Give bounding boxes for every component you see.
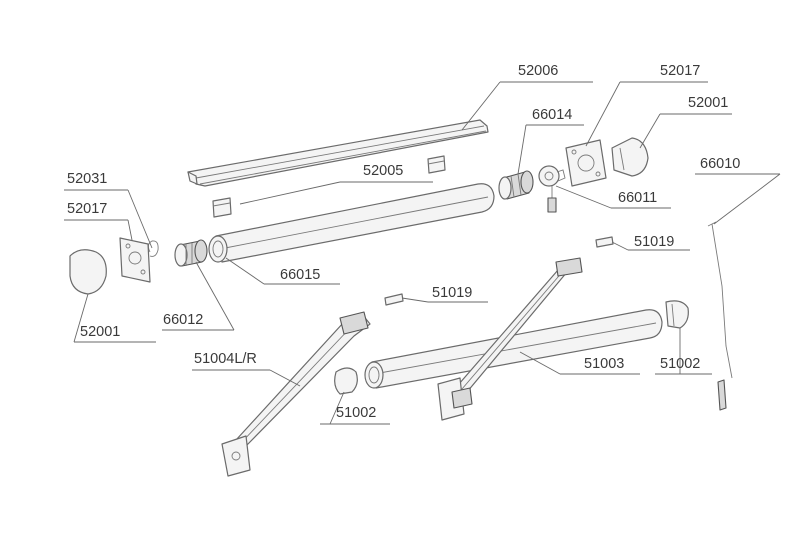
part-66015-roller-tube [208, 183, 495, 263]
part-52001-left-end-cap [69, 249, 107, 295]
label-51003: 51003 [584, 356, 624, 372]
label-66012: 66012 [163, 312, 203, 328]
part-52001-right-end-cap [611, 137, 649, 177]
label-51019-mid: 51019 [432, 285, 472, 301]
part-52005-clips [212, 155, 446, 218]
part-66011-gear-unit [538, 165, 566, 213]
part-52017-left-bracket [119, 237, 151, 283]
label-51019-right: 51019 [634, 234, 674, 250]
part-51003-front-bar [364, 309, 663, 389]
label-52017-top: 52017 [660, 63, 700, 79]
label-66014: 66014 [532, 107, 572, 123]
label-52001-left: 52001 [80, 324, 120, 340]
part-51004-support-arms [221, 257, 583, 477]
label-52001-top: 52001 [688, 95, 728, 111]
label-52017-left: 52017 [67, 201, 107, 217]
leader-lines [64, 81, 781, 425]
label-52031: 52031 [67, 171, 107, 187]
part-52006-cover-profile [187, 119, 489, 187]
label-51002-mid: 51002 [336, 405, 376, 421]
part-51002-end-caps [334, 300, 689, 395]
part-66012-end-plug [174, 239, 208, 267]
label-51002-right: 51002 [660, 356, 700, 372]
label-66010: 66010 [700, 156, 740, 172]
label-66011: 66011 [618, 190, 657, 206]
label-52006: 52006 [518, 63, 558, 79]
part-51019-clips [384, 236, 614, 306]
part-52017-right-bracket [565, 139, 607, 187]
label-51004-lr: 51004L/R [194, 351, 257, 367]
label-52005: 52005 [363, 163, 403, 179]
label-66015: 66015 [280, 267, 320, 283]
part-66014-drive-adaptor [498, 170, 534, 200]
part-66010-crank-handle [707, 221, 733, 411]
